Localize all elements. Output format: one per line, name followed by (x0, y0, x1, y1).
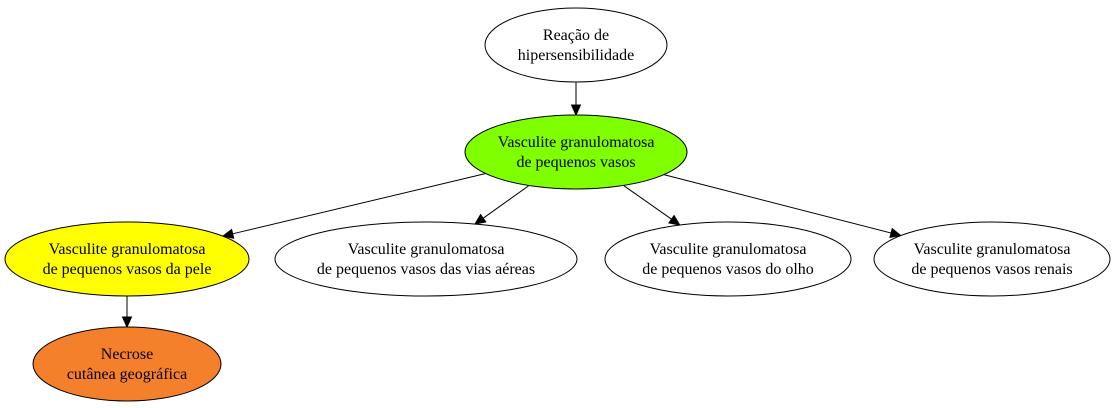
edge-line (663, 174, 892, 234)
node-ellipse (464, 114, 688, 190)
arrowhead-icon (668, 214, 681, 226)
arrowhead-icon (221, 228, 235, 239)
node-ellipse (274, 221, 578, 297)
node-necrose-cutanea: Necrose cutânea geográfica (32, 326, 222, 402)
node-label-line: Vasculite granulomatosa (348, 241, 505, 258)
node-ellipse (484, 7, 668, 83)
edge-line (623, 185, 672, 220)
node-vasculite-vias-aereas: Vasculite granulomatosa de pequenos vasos… (274, 221, 578, 297)
node-vasculite-renais: Vasculite granulomatosa de pequenos vasos… (873, 221, 1111, 297)
edge-line (232, 173, 486, 235)
edge-vasculite-to-pele (221, 173, 486, 239)
node-reacao-hipersensibilidade: Reação de hipersensibilidade (484, 7, 668, 83)
edge-vasculite-to-vias (474, 185, 530, 225)
arrowhead-icon (474, 213, 487, 225)
node-label-line: Vasculite granulomatosa (650, 241, 807, 258)
node-label-line: Reação de (543, 27, 609, 44)
edges-layer (121, 82, 902, 329)
arrowhead-icon (121, 316, 133, 329)
edge-vasculite-to-olho (623, 185, 681, 226)
node-vasculite-pequenos-vasos: Vasculite granulomatosa de pequenos vasos (464, 114, 688, 190)
node-label-line: de pequenos vasos da pele (43, 261, 212, 278)
edge-vasculite-to-renais (663, 174, 902, 239)
node-ellipse (4, 221, 250, 297)
node-label-line: Vasculite granulomatosa (498, 134, 655, 151)
node-label-line: Vasculite granulomatosa (49, 241, 206, 258)
node-label-line: de pequenos vasos das vias aéreas (317, 261, 535, 278)
node-label-line: de pequenos vasos (516, 154, 635, 171)
node-ellipse (32, 326, 222, 402)
node-label-line: de pequenos vasos do olho (642, 261, 814, 278)
edge-pele-to-necrose (121, 296, 133, 329)
node-ellipse (873, 221, 1111, 297)
node-label-line: hipersensibilidade (518, 47, 634, 64)
node-vasculite-pele: Vasculite granulomatosa de pequenos vasos… (4, 221, 250, 297)
arrowhead-icon (570, 104, 582, 117)
node-vasculite-olho: Vasculite granulomatosa de pequenos vasos… (604, 221, 852, 297)
edge-line (482, 185, 530, 219)
node-label-line: de pequenos vasos renais (911, 261, 1072, 278)
edge-reacao-to-vasculite (570, 82, 582, 117)
arrowhead-icon (889, 227, 902, 239)
node-label-line: Necrose (101, 346, 153, 363)
node-label-line: Vasculite granulomatosa (914, 241, 1071, 258)
node-ellipse (604, 221, 852, 297)
node-label-line: cutânea geográfica (67, 366, 187, 383)
